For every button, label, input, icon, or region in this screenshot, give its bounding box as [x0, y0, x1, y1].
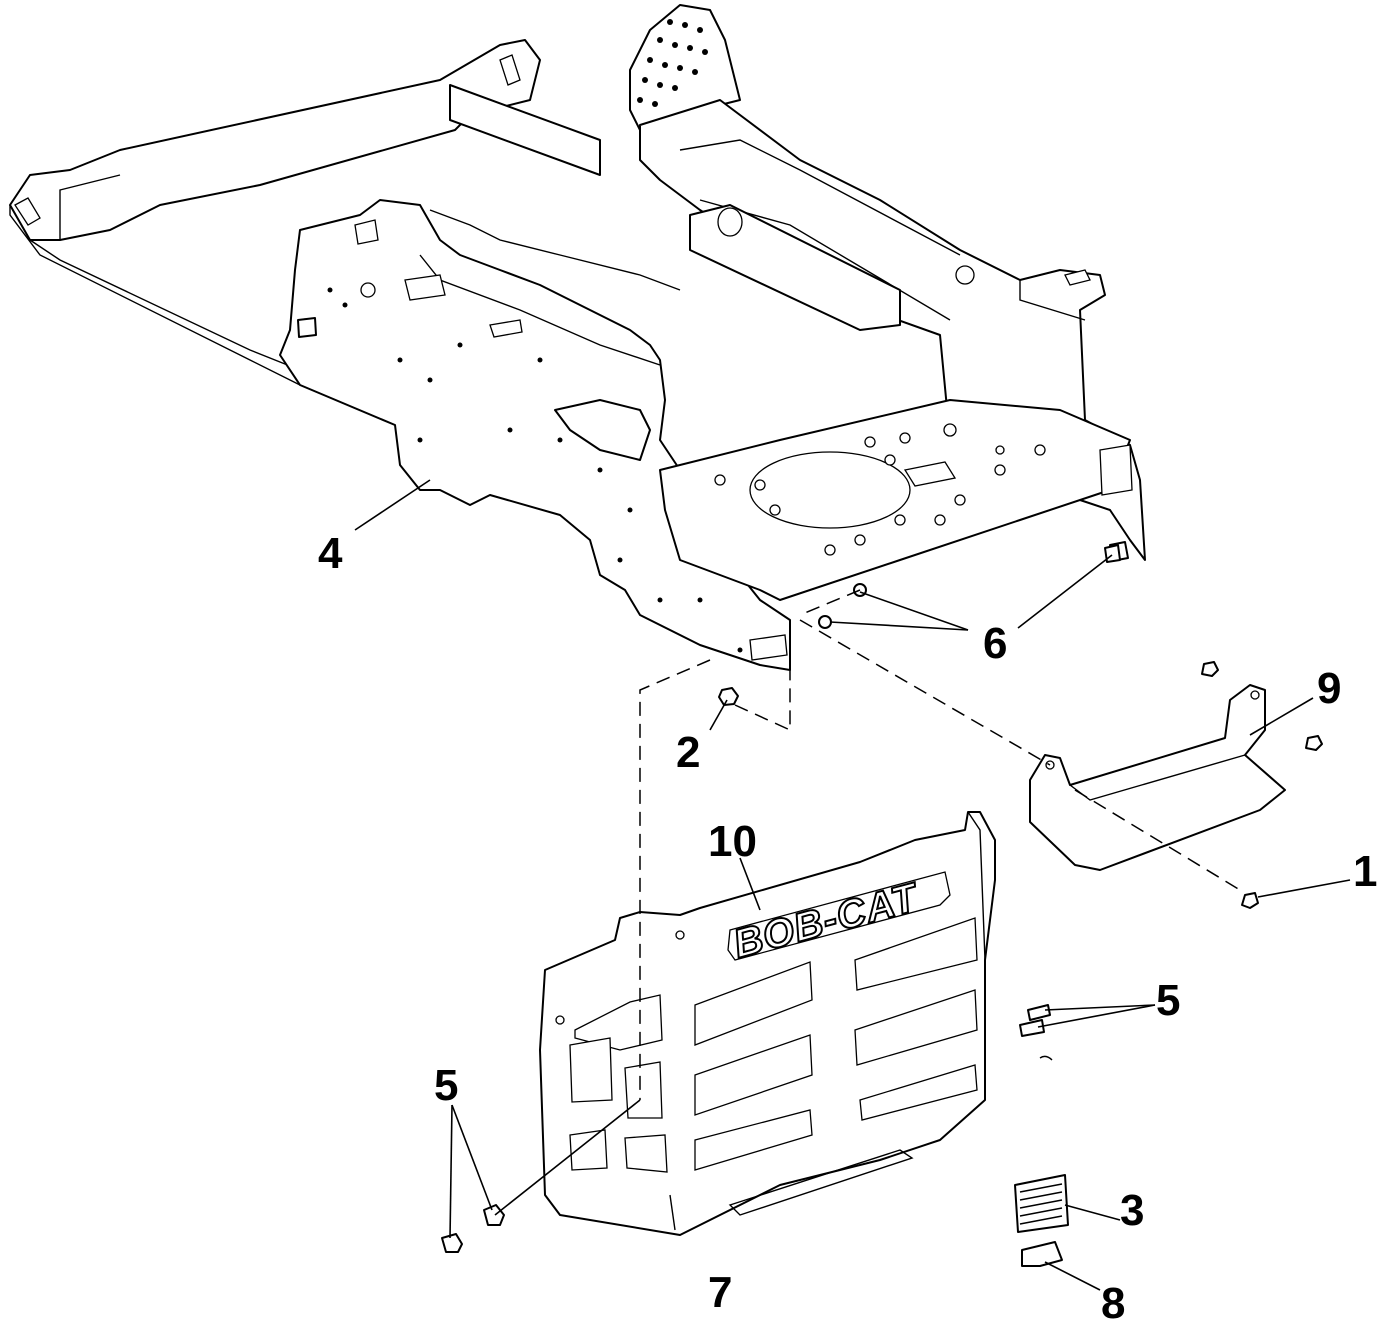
- callout-3: 3: [1120, 1186, 1144, 1235]
- callout-5-right: 5: [1156, 976, 1180, 1025]
- callout-1: 1: [1353, 847, 1377, 896]
- hardware: [441, 544, 1323, 1253]
- callout-7: 7: [708, 1268, 732, 1317]
- bracket-holes: [637, 19, 708, 107]
- leader-lines: [354, 479, 1351, 1291]
- callout-10: 10: [708, 817, 757, 866]
- frame-rear-tube: [449, 84, 601, 176]
- nut-part-2: [718, 687, 739, 706]
- nut-right: [1305, 735, 1323, 751]
- frame-left-rail: [9, 39, 541, 241]
- bolt-part-1: [1241, 892, 1259, 909]
- frame-step-bracket: [554, 399, 651, 461]
- decal-part-3: [1014, 1174, 1069, 1233]
- callout-labels: 4 6 9 2 10 1 5 5 3 7 8: [318, 529, 1377, 1328]
- bolt-part-5-d: [441, 1233, 463, 1253]
- front-panel-assembly: BOB-CAT: [539, 811, 996, 1236]
- shield-part-9: [1029, 684, 1286, 871]
- logo-plate: [727, 871, 951, 961]
- frame-front-tube: [689, 204, 901, 331]
- callout-6: 6: [983, 619, 1007, 668]
- assembly-lines: [639, 589, 1241, 1100]
- callout-4: 4: [318, 529, 343, 578]
- callout-5-left: 5: [434, 1061, 458, 1110]
- callout-2: 2: [676, 728, 700, 777]
- floor-pan-opening: [749, 451, 911, 529]
- frame-rear-bracket: [629, 4, 741, 131]
- bolt-part-5-c: [483, 1204, 505, 1226]
- bolt-part-5-b: [1019, 1019, 1045, 1037]
- callout-8: 8: [1101, 1279, 1125, 1328]
- nut-top: [1201, 661, 1219, 677]
- bolt-part-5-a: [1027, 1004, 1051, 1021]
- plug-part-8: [1021, 1241, 1063, 1267]
- callout-9: 9: [1317, 664, 1341, 713]
- nut-part-6-b: [818, 615, 832, 629]
- frame-left-plate: [279, 199, 791, 671]
- frame-assembly: [9, 4, 1146, 671]
